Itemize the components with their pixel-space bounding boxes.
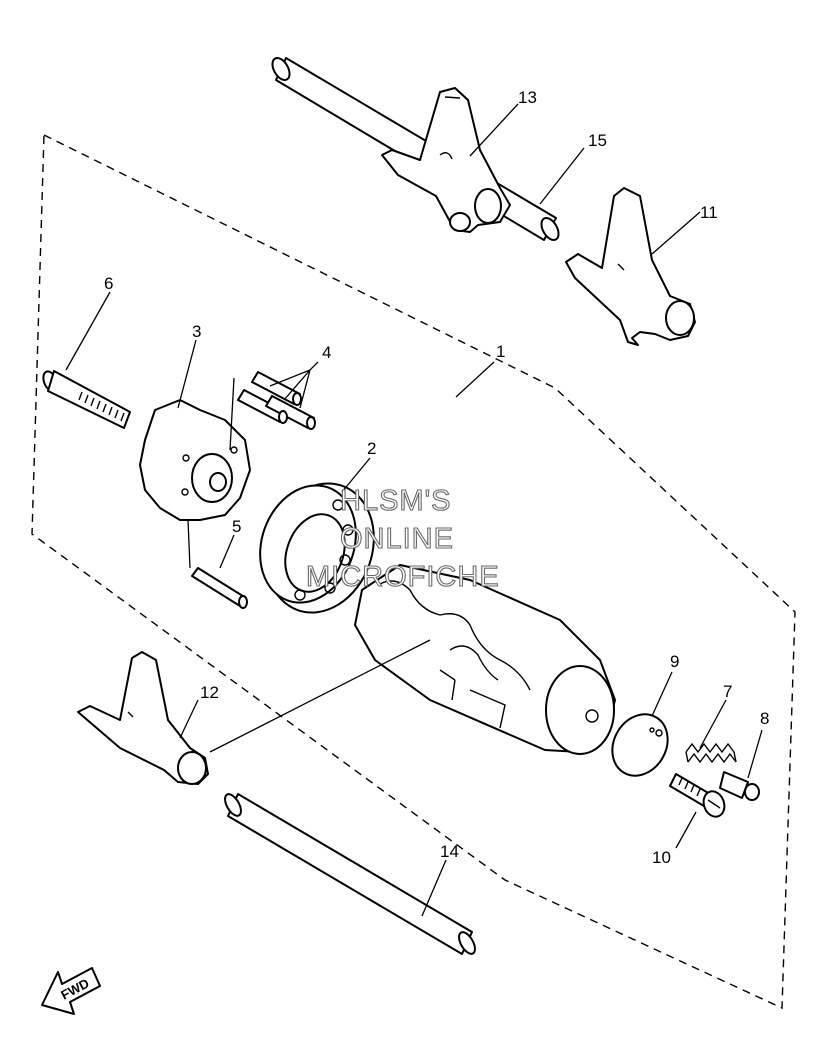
leader-lines — [65, 103, 763, 917]
callout-4: 4 — [322, 343, 331, 362]
dowel-pins-4 — [237, 371, 316, 430]
shift-fork-12 — [77, 651, 209, 785]
callout-8: 8 — [760, 709, 769, 728]
callout-15: 15 — [588, 131, 607, 150]
watermark-line-3: MICROFICHE — [306, 561, 500, 593]
callout-10: 10 — [652, 848, 671, 867]
callout-6: 6 — [104, 274, 113, 293]
callout-2: 2 — [367, 439, 376, 458]
callout-5: 5 — [232, 517, 241, 536]
spring-7 — [685, 742, 737, 764]
callout-1: 1 — [496, 342, 505, 361]
dowel-pin-5 — [191, 567, 248, 609]
shift-fork-11 — [565, 187, 696, 346]
callout-12: 12 — [200, 683, 219, 702]
callout-7: 7 — [723, 682, 732, 701]
shift-fork-shaft-lower — [224, 793, 476, 955]
pin-8 — [719, 771, 760, 801]
forward-arrow-icon: FWD — [41, 967, 101, 1015]
callout-9: 9 — [670, 652, 679, 671]
shift-drum-segment-3 — [139, 399, 251, 521]
bolt-6 — [42, 370, 131, 429]
callout-14: 14 — [440, 842, 459, 861]
shift-drum — [354, 564, 616, 755]
callout-3: 3 — [192, 322, 201, 341]
watermark: HLSM'S ONLINE MICROFICHE — [305, 484, 500, 593]
plate-9 — [611, 713, 669, 777]
screw-10 — [669, 773, 726, 818]
callout-13: 13 — [518, 88, 537, 107]
watermark-line-1: HLSM'S — [340, 485, 451, 517]
watermark-line-2: ONLINE — [340, 523, 454, 555]
shift-fork-shaft-upper — [271, 57, 560, 241]
shift-fork-13 — [381, 87, 511, 233]
callout-11: 11 — [700, 203, 718, 222]
assembly-outline — [31, 133, 796, 1010]
bearing-2 — [259, 482, 375, 614]
